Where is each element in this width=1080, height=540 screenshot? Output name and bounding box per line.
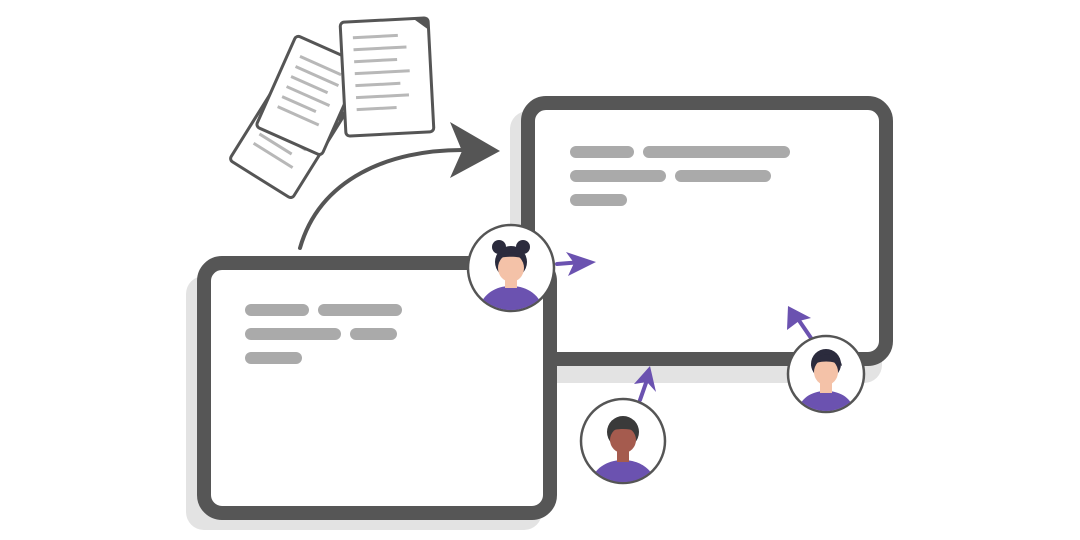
target-placeholder-bar <box>570 170 666 182</box>
documents-stack <box>229 16 436 199</box>
cursor-arrow-icon <box>787 306 813 340</box>
source-placeholder-bar <box>245 352 302 364</box>
user-avatar-dark-skin <box>579 397 667 485</box>
target-placeholder-bar <box>570 194 627 206</box>
cursor-arrow-icon <box>555 252 596 276</box>
transfer-arrow-icon <box>298 122 500 250</box>
source-window <box>186 256 557 530</box>
source-placeholder-bar <box>245 328 341 340</box>
document-front-icon <box>338 16 436 138</box>
cursor-arrow-icon <box>634 366 656 402</box>
target-placeholder-bar <box>643 146 790 158</box>
user-avatar-short-hair <box>786 334 866 414</box>
user-avatar-bun-hair <box>466 223 556 313</box>
target-placeholder-bar <box>675 170 771 182</box>
source-placeholder-bar <box>318 304 402 316</box>
source-placeholder-bar <box>245 304 309 316</box>
target-placeholder-bar <box>570 146 634 158</box>
source-placeholder-bar <box>350 328 397 340</box>
